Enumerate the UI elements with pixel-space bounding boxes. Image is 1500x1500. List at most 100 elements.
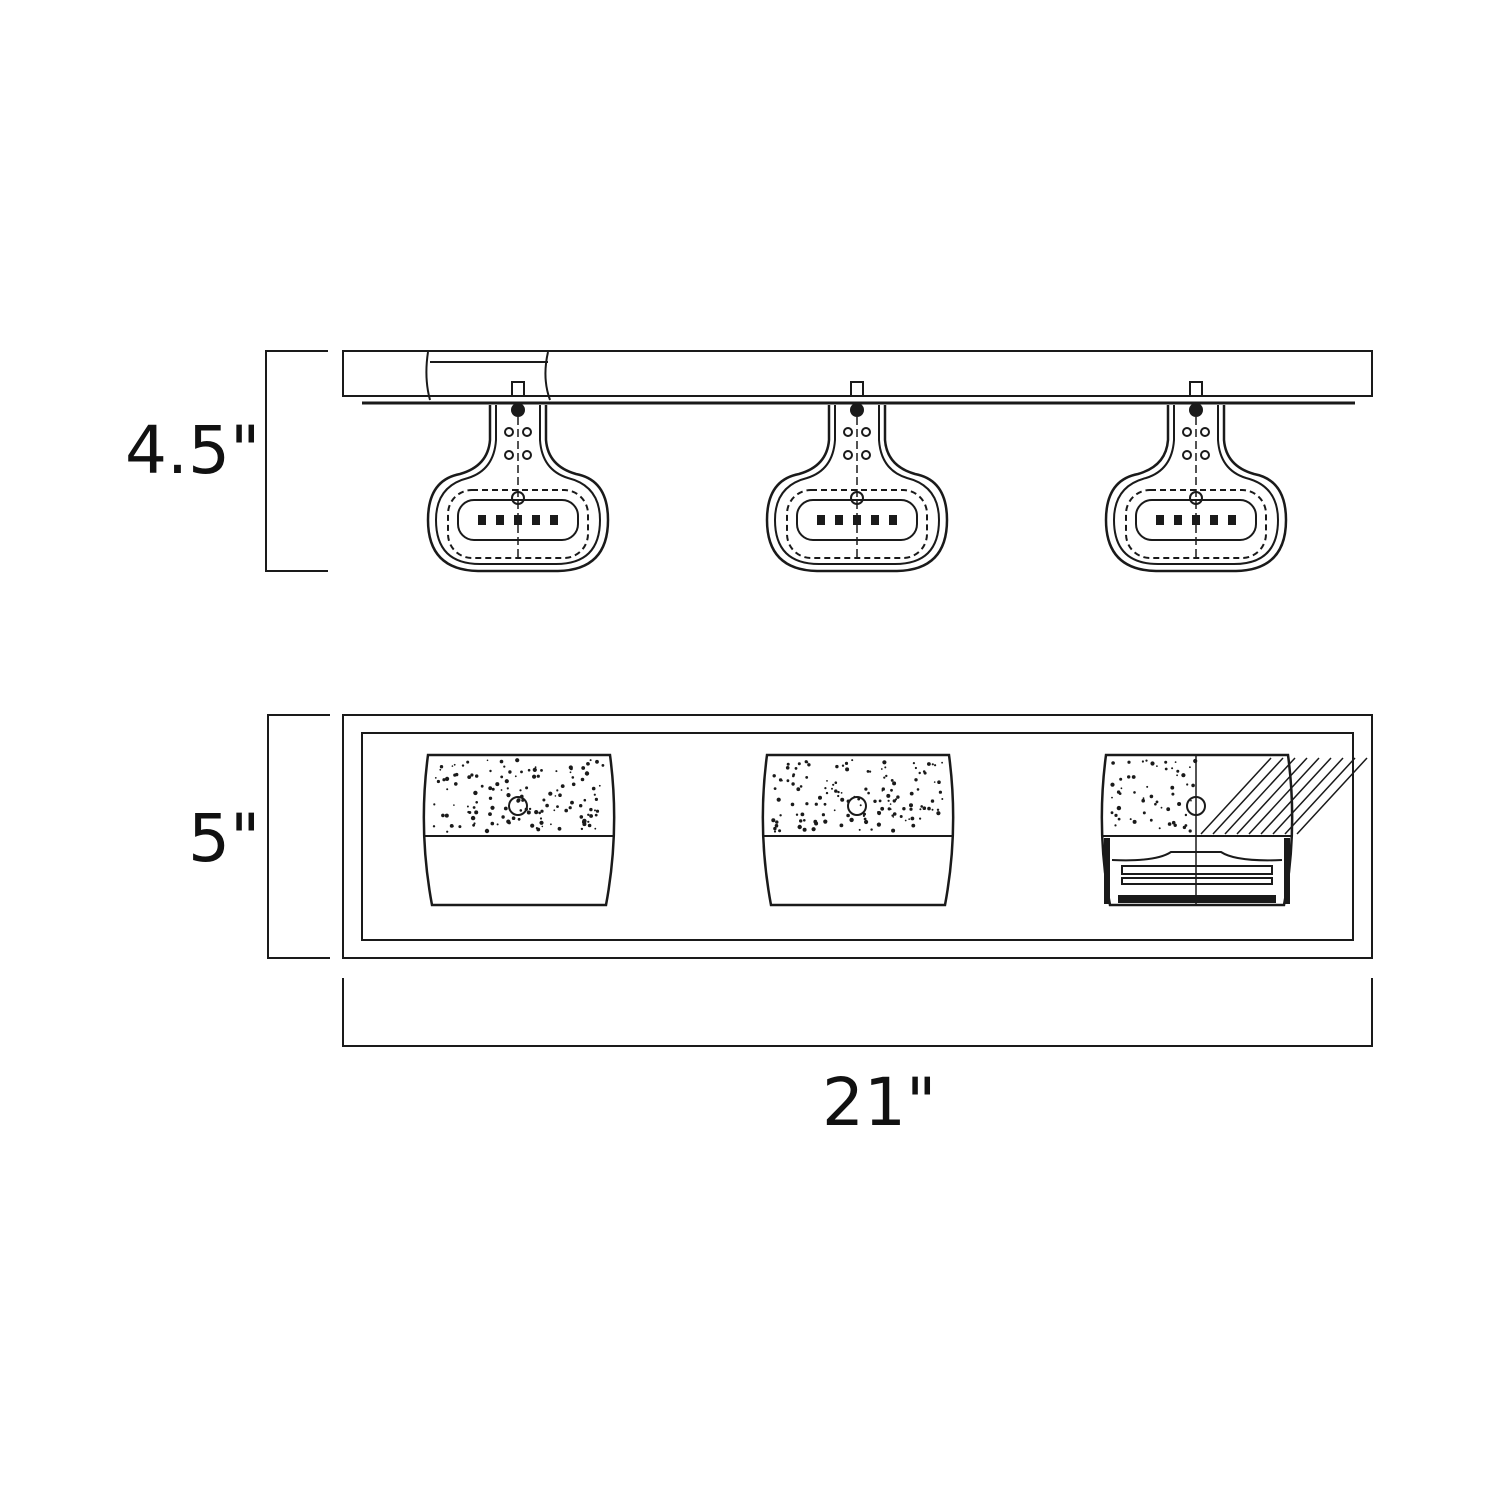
glass-texture-dot <box>432 825 436 828</box>
led-chip <box>532 515 540 525</box>
glass-texture-dot <box>814 821 819 826</box>
glass-texture-dot <box>488 812 492 816</box>
shade-wall-left <box>1104 838 1110 904</box>
glass-texture-dot <box>516 799 520 803</box>
glass-texture-dot <box>841 764 845 767</box>
glass-texture-dot <box>470 815 476 821</box>
glass-texture-dot <box>520 770 523 774</box>
glass-texture-dot <box>882 760 887 765</box>
glass-texture-dot <box>927 806 931 811</box>
glass-texture-dot <box>878 799 882 803</box>
glass-texture-dot <box>472 823 475 827</box>
glass-texture-dot <box>851 759 854 762</box>
section-hatch <box>1284 757 1356 835</box>
led-chip <box>550 515 558 525</box>
glass-texture-dot <box>587 813 590 816</box>
glass-texture-dot <box>797 762 801 766</box>
glass-texture-dot <box>532 774 537 779</box>
glass-texture-dot <box>444 813 449 818</box>
glass-texture-dot <box>1186 783 1189 786</box>
glass-texture-dot <box>899 815 903 818</box>
glass-texture-dot <box>1149 794 1154 799</box>
glass-texture-dot <box>571 776 575 779</box>
glass-texture-dot <box>831 787 833 790</box>
glass-texture-dot <box>806 761 809 764</box>
section-hatch <box>1236 757 1308 835</box>
cutaway-lines <box>425 351 551 401</box>
glass-texture-dot <box>528 807 532 811</box>
glass-texture-dot <box>1149 818 1153 822</box>
glass-texture-dot <box>534 766 537 769</box>
glass-texture-dot <box>475 801 479 804</box>
width-dimension-bracket <box>342 978 1373 1047</box>
glass-texture-dot <box>1132 819 1137 824</box>
glass-texture-dot <box>1150 761 1155 766</box>
glass-texture-dot <box>1118 792 1122 795</box>
glass-texture-dot <box>461 764 465 767</box>
side-pendant-2 <box>765 381 949 573</box>
glass-texture-dot <box>433 803 436 806</box>
glass-texture-dot <box>904 819 907 822</box>
center-hole <box>847 796 867 816</box>
glass-texture-dot <box>914 778 918 782</box>
glass-texture-dot <box>802 827 807 832</box>
mount-hole <box>861 450 871 460</box>
glass-texture-dot <box>434 777 437 779</box>
glass-texture-dot <box>927 762 931 766</box>
section-hatch <box>1272 757 1344 835</box>
mount-hole <box>843 427 853 437</box>
glass-texture-dot <box>503 765 506 768</box>
glass-texture-dot <box>1171 767 1174 770</box>
glass-texture-dot <box>583 798 587 802</box>
glass-texture-dot <box>880 806 885 811</box>
glass-texture-dot <box>495 782 500 787</box>
glass-texture-dot <box>911 823 916 828</box>
glass-texture-dot <box>833 809 836 812</box>
glass-texture-dot <box>488 786 493 791</box>
glass-texture-dot <box>937 780 941 784</box>
glass-texture-dot <box>807 763 811 767</box>
glass-texture-dot <box>1114 813 1118 818</box>
mount-hole <box>522 427 532 437</box>
glass-texture-dot <box>454 782 458 786</box>
mount-hole <box>1200 450 1210 460</box>
heat-sink-section <box>1121 877 1273 885</box>
pendant-outline <box>1104 405 1288 573</box>
glass-texture-dot <box>594 813 598 817</box>
glass-texture-dot <box>823 802 827 806</box>
led-chip <box>478 515 486 525</box>
section-hatch <box>1200 757 1272 835</box>
glass-texture-dot <box>837 794 840 798</box>
glass-texture-dot <box>931 808 934 811</box>
mount-hole <box>1182 427 1192 437</box>
glass-texture-dot <box>1127 760 1131 764</box>
glass-texture-dot <box>919 817 922 820</box>
glass-texture-dot <box>800 812 805 817</box>
glass-texture-dot <box>922 806 927 810</box>
glass-texture-dot <box>601 764 605 767</box>
depth-dimension-label: 5" <box>188 800 261 877</box>
glass-texture-dot <box>778 778 783 782</box>
mount-nut <box>511 403 525 417</box>
glass-texture-dot <box>938 790 943 794</box>
led-chip <box>889 515 897 525</box>
mount-hole <box>1182 450 1192 460</box>
glass-texture-dot <box>542 798 546 802</box>
dimension-lines <box>265 350 1373 1047</box>
glass-texture-dot <box>881 787 885 791</box>
glass-texture-dot <box>936 811 941 816</box>
glass-texture-dot <box>530 823 535 828</box>
base-section <box>1118 895 1276 903</box>
glass-texture-dot <box>795 813 799 816</box>
led-chip <box>871 515 879 525</box>
center-hole <box>508 796 528 816</box>
glass-texture-dot <box>892 812 897 816</box>
glass-texture-dot <box>908 818 911 820</box>
glass-texture-dot <box>1110 811 1114 815</box>
glass-texture-dot <box>892 816 895 818</box>
glass-texture-dot <box>878 813 880 816</box>
glass-texture-dot <box>1166 807 1171 812</box>
glass-texture-dot <box>580 827 584 831</box>
section-hatch <box>1224 757 1296 835</box>
glass-texture-dot <box>818 795 822 800</box>
